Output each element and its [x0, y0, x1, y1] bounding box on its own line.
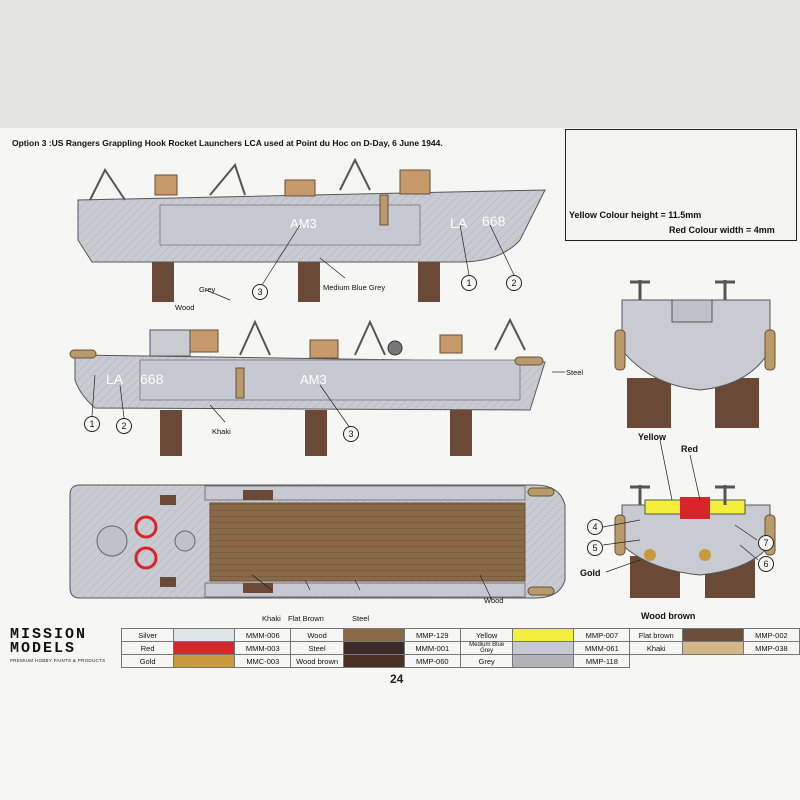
- paint-name: Grey: [459, 654, 514, 668]
- paint-swatch: [173, 628, 236, 642]
- hull-code-marking: AM3: [300, 372, 327, 387]
- paint-code: MMC-003: [234, 654, 292, 668]
- paint-code: MMM-006: [234, 628, 292, 642]
- bow-letters-marking: LA: [106, 371, 124, 387]
- label-yellow: Yellow: [638, 432, 667, 442]
- label-gold: Gold: [580, 568, 601, 578]
- paint-swatch: [342, 641, 405, 655]
- yellow-height-note: Yellow Colour height = 11.5mm: [569, 210, 702, 220]
- callout-marker: 1: [84, 416, 100, 432]
- plan-view: [69, 484, 566, 601]
- label-wood-brown: Wood brown: [641, 611, 696, 621]
- paint-swatch: [173, 654, 236, 668]
- paint-swatch: [512, 628, 575, 642]
- legend-row: Red MMM-003 Steel MMM-001 Medium Blue Gr…: [120, 641, 800, 655]
- paint-code: MMM-061: [573, 641, 631, 655]
- logo-line2: MODELS: [10, 640, 77, 657]
- paint-name: Flat brown: [629, 628, 683, 642]
- stand-block: [450, 410, 472, 456]
- callout-marker: 1: [461, 275, 477, 291]
- stand-block: [418, 258, 440, 302]
- callout-marker: 5: [587, 540, 603, 556]
- callout-marker: 3: [252, 284, 268, 300]
- legend-row: Gold MMC-003 Wood brown MMP-060 Grey MMP…: [120, 654, 800, 668]
- mission-models-logo: MISSION MODELS PREMIUM HOBBY PAINTS & PR…: [10, 626, 106, 663]
- label-khaki: Khaki: [212, 427, 231, 436]
- paint-swatch: [681, 641, 744, 655]
- wood-deck: [209, 502, 526, 582]
- callout-marker: 3: [343, 426, 359, 442]
- bow-number-marking: 668: [482, 213, 506, 229]
- paint-swatch: [681, 628, 744, 642]
- paint-code: MMP-060: [403, 654, 461, 668]
- label-grey: Grey: [199, 285, 216, 294]
- rear-view-1: [614, 280, 776, 428]
- label-steel: Steel: [566, 368, 584, 377]
- label-medium-blue-grey: Medium Blue Grey: [323, 283, 386, 292]
- label-flat-brown: Flat Brown: [288, 614, 324, 623]
- life-ring: [134, 515, 158, 539]
- paint-swatch: [342, 654, 405, 668]
- paint-name: Gold: [120, 654, 175, 668]
- label-red: Red: [681, 444, 699, 454]
- callout-marker: 7: [758, 535, 774, 551]
- paint-legend-table: Silver MMM-006 Wood MMP-129 Yellow MMP-0…: [120, 628, 800, 668]
- callout-marker: 4: [587, 519, 603, 535]
- paint-code: MMP-129: [403, 628, 461, 642]
- callout-marker: 6: [758, 556, 774, 572]
- life-ring: [134, 546, 158, 570]
- paint-code: MMM-003: [234, 641, 292, 655]
- paint-name: Medium Blue Grey: [459, 641, 514, 655]
- paint-name: Silver: [120, 628, 175, 642]
- label-wood: Wood: [175, 303, 195, 312]
- stand-block: [305, 410, 327, 456]
- red-width-note: Red Colour width = 4mm: [669, 225, 775, 235]
- previous-page-strip: [0, 0, 800, 128]
- paint-swatch: [512, 641, 575, 655]
- paint-name: Khaki: [629, 641, 683, 655]
- paint-swatch: [173, 641, 236, 655]
- paint-name: Red: [120, 641, 175, 655]
- legend-row: Silver MMM-006 Wood MMP-129 Yellow MMP-0…: [120, 628, 800, 642]
- paint-code: MMP-002: [742, 628, 800, 642]
- label-khaki-plan: Khaki: [262, 614, 281, 623]
- label-wood-plan: Wood: [484, 596, 504, 605]
- hull-code-marking: AM3: [290, 216, 317, 231]
- side-view-port: LA 668 AM3: [69, 317, 565, 456]
- stand-block: [160, 410, 182, 456]
- logo-tagline: PREMIUM HOBBY PAINTS & PRODUCTS: [10, 658, 106, 663]
- rear-view-2: [602, 439, 776, 598]
- paint-code: MMP-007: [573, 628, 631, 642]
- callout-marker: 2: [506, 275, 522, 291]
- paint-name: Yellow: [459, 628, 514, 642]
- bow-letters-marking: LA: [450, 215, 468, 231]
- paint-name: Wood brown: [290, 654, 344, 668]
- paint-swatch: [512, 654, 575, 668]
- paint-name: Wood: [290, 628, 344, 642]
- option-title: Option 3 :US Rangers Grappling Hook Rock…: [12, 138, 443, 148]
- logo-line1: MISSION: [10, 626, 88, 643]
- stern-colour-inset: Yellow Colour height = 11.5mm Red Colour…: [565, 129, 797, 241]
- stand-block: [152, 258, 174, 302]
- callout-marker: 2: [116, 418, 132, 434]
- page-number: 24: [390, 672, 404, 686]
- side-view-starboard: AM3 LA 668: [77, 157, 546, 302]
- bow-number-marking: 668: [140, 371, 164, 387]
- paint-name: Steel: [290, 641, 344, 655]
- paint-swatch: [342, 628, 405, 642]
- paint-code: MMP-118: [573, 654, 631, 668]
- label-steel-plan: Steel: [352, 614, 370, 623]
- stand-block: [298, 258, 320, 302]
- paint-code: MMP-038: [742, 641, 800, 655]
- paint-code: MMM-001: [403, 641, 461, 655]
